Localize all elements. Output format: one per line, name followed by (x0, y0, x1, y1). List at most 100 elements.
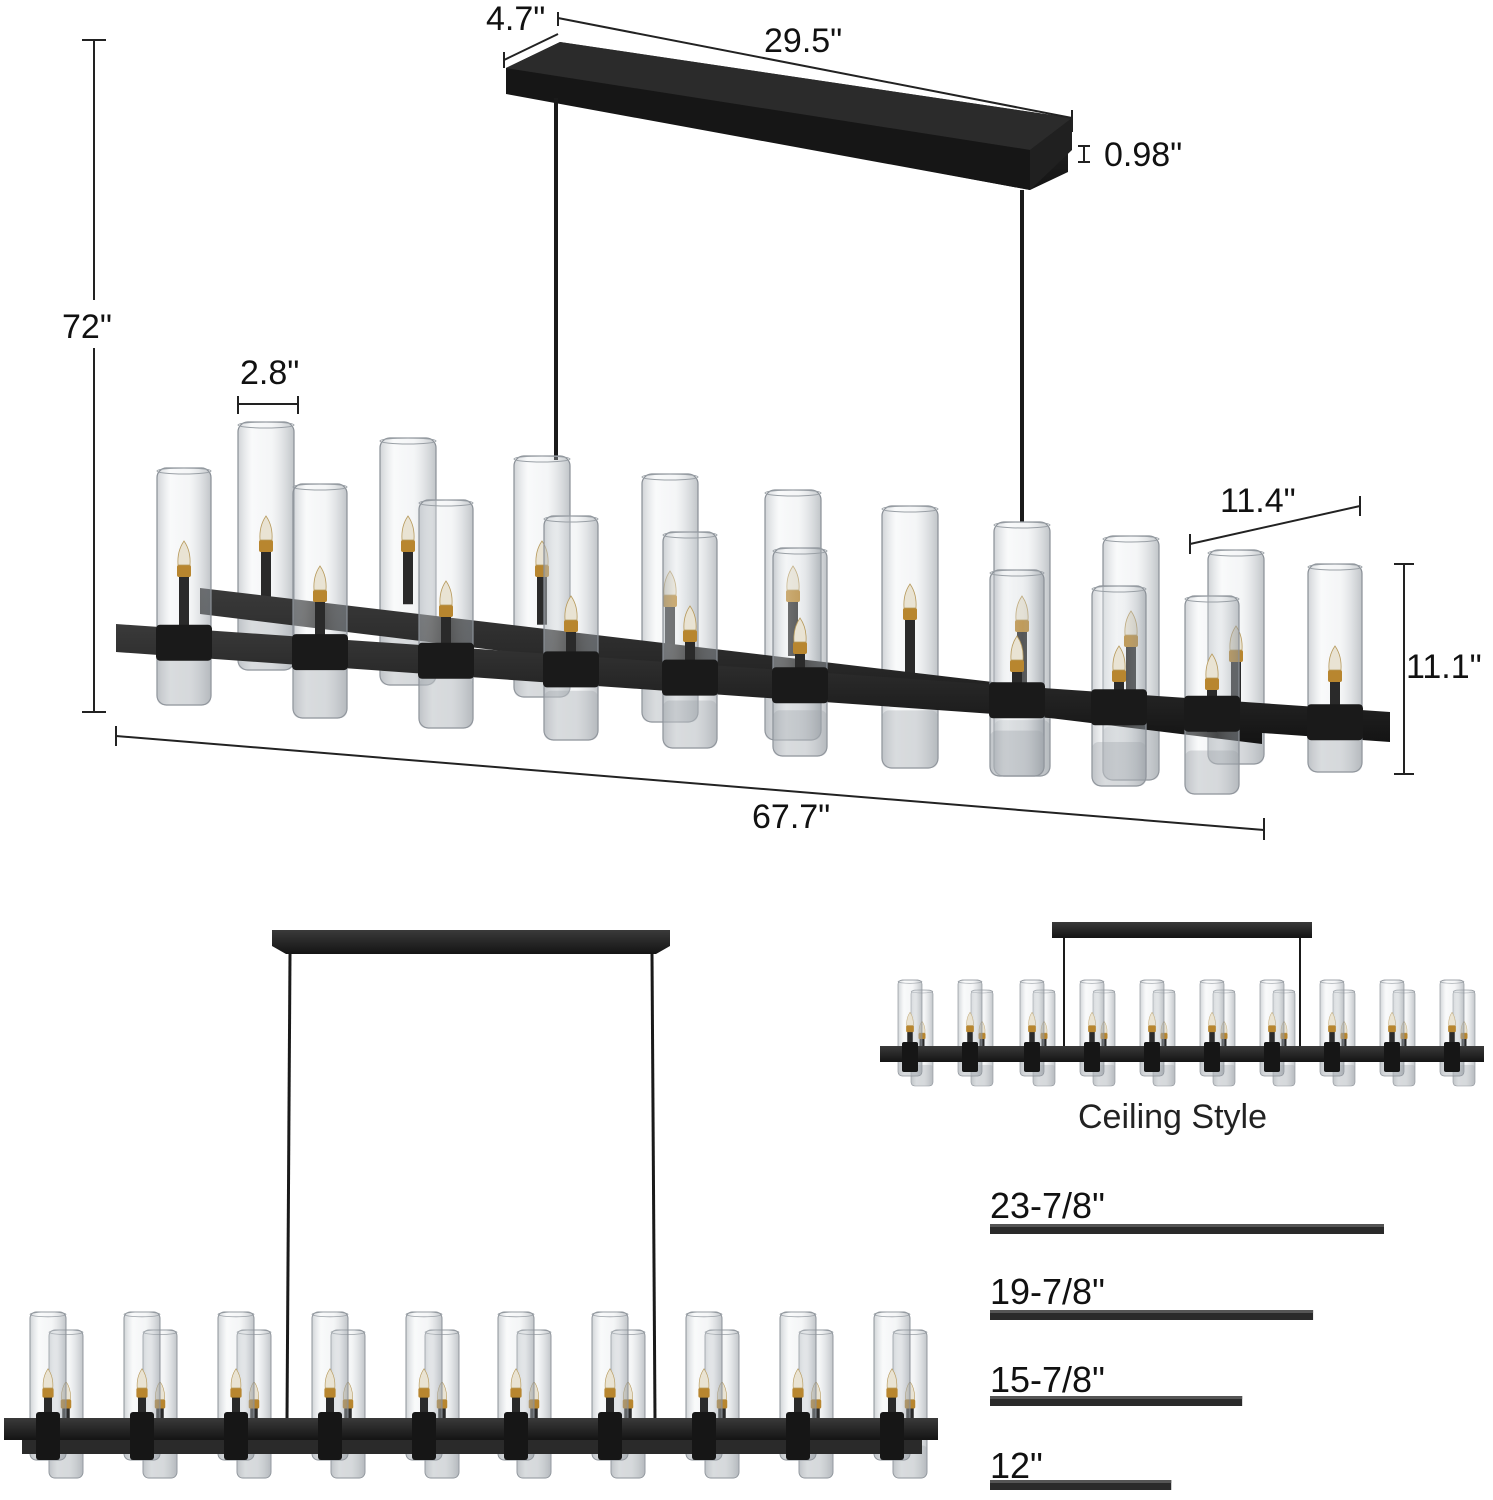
shade-rim (156, 467, 212, 475)
shade-rim (1199, 979, 1225, 984)
shade-collar (786, 1412, 810, 1460)
ceiling-style-view (880, 922, 1484, 1087)
bulb (604, 1368, 616, 1389)
shade-rim (1379, 979, 1405, 984)
candle-socket (1089, 1031, 1095, 1051)
candle-socket (537, 575, 547, 625)
bulb (439, 580, 453, 606)
bulb (1208, 1011, 1216, 1026)
bulb (42, 1368, 54, 1389)
shade-collar (1024, 1042, 1040, 1072)
glass-cup (1185, 750, 1239, 794)
shade-collar (36, 1412, 60, 1460)
bulb-base (1268, 1025, 1276, 1033)
shade-rim (957, 979, 983, 984)
candle-socket (441, 615, 451, 662)
lamp (543, 515, 599, 741)
shade-rim (662, 531, 718, 539)
rod-bar-3 (990, 1396, 1243, 1406)
shade-rim (497, 1311, 535, 1318)
lamp (1184, 595, 1240, 795)
shade-rim (1259, 979, 1285, 984)
shade-collar (412, 1412, 436, 1460)
shade-rim (292, 483, 348, 491)
candle-socket (907, 1031, 913, 1051)
shade-rim (1079, 979, 1105, 984)
bulb (1088, 1011, 1096, 1026)
bulb (683, 605, 697, 631)
canopy-end (1030, 118, 1072, 190)
bulb (1388, 1011, 1396, 1026)
shade-collar (130, 1412, 154, 1460)
rod-bar-highlight-1 (990, 1224, 1384, 1227)
candle-socket (403, 550, 413, 605)
lamp (156, 467, 212, 706)
rod-bar-highlight-3 (990, 1396, 1243, 1399)
bulb-base (439, 605, 453, 617)
dimension-lines (82, 12, 1414, 840)
rod-label-1: 23-7/8" (990, 1185, 1105, 1226)
rod-label-2: 19-7/8" (990, 1271, 1105, 1312)
bulb-base (1010, 660, 1024, 672)
shade-collar (418, 642, 474, 679)
shade-rim (513, 455, 571, 463)
lamp (662, 531, 718, 749)
candle-socket (315, 600, 325, 649)
bulb-base (886, 1388, 898, 1398)
candle-socket (1449, 1031, 1455, 1051)
candle-socket (905, 618, 915, 678)
bulb-base (564, 620, 578, 632)
shade-rim (379, 437, 437, 445)
shade-rim (641, 473, 699, 481)
bulb-base (136, 1388, 148, 1398)
lamp (881, 505, 939, 769)
bulb (1205, 653, 1219, 679)
shade-collar (1444, 1042, 1460, 1072)
candle-socket (420, 1396, 428, 1424)
canopy-height-label: 0.98" (1104, 136, 1183, 174)
candle-socket (1209, 1031, 1215, 1051)
fixture-width-label: 11.4" (1220, 482, 1296, 520)
canopy-plate (1052, 922, 1312, 938)
bulb (418, 1368, 430, 1389)
bulb-base (1328, 670, 1342, 682)
shade-rim (989, 569, 1045, 577)
shade-rim (543, 515, 599, 523)
bulb (698, 1368, 710, 1389)
shade-collar (962, 1042, 978, 1072)
suspension-rod-right (650, 953, 657, 1421)
bulb (1148, 1011, 1156, 1026)
bulb-base (604, 1388, 616, 1398)
shade-collar (1324, 1042, 1340, 1072)
candle-socket (138, 1396, 146, 1424)
fixture-width-line (1189, 505, 1361, 545)
bulb-base (903, 608, 917, 620)
shade-collar (224, 1412, 248, 1460)
shade-rim (779, 1311, 817, 1318)
bulb (510, 1368, 522, 1389)
bulb (564, 595, 578, 621)
fixture-height-label: 11.1" (1406, 648, 1482, 686)
shade-rim (405, 1311, 443, 1318)
bulb (966, 1011, 974, 1026)
glass-cup (544, 690, 598, 740)
canopy-length-label: 29.5" (764, 22, 843, 60)
shade-collar (318, 1412, 342, 1460)
bulb (906, 1011, 914, 1026)
shade-rim (591, 1311, 629, 1318)
canopy-top (506, 42, 1072, 150)
shade-collar (1184, 695, 1240, 732)
lamp (237, 421, 295, 671)
rod-label-4: 12" (990, 1445, 1043, 1486)
rod-length-bars (990, 1224, 1384, 1490)
candle-socket (967, 1031, 973, 1051)
shade-rim (685, 1311, 723, 1318)
candle-socket (1029, 1031, 1035, 1051)
bulb-base (324, 1388, 336, 1398)
shade-collar (1204, 1042, 1220, 1072)
bulb (793, 617, 807, 643)
suspension-rod-left (285, 953, 292, 1421)
bulb-base (1205, 678, 1219, 690)
shade-collar (1091, 689, 1147, 726)
